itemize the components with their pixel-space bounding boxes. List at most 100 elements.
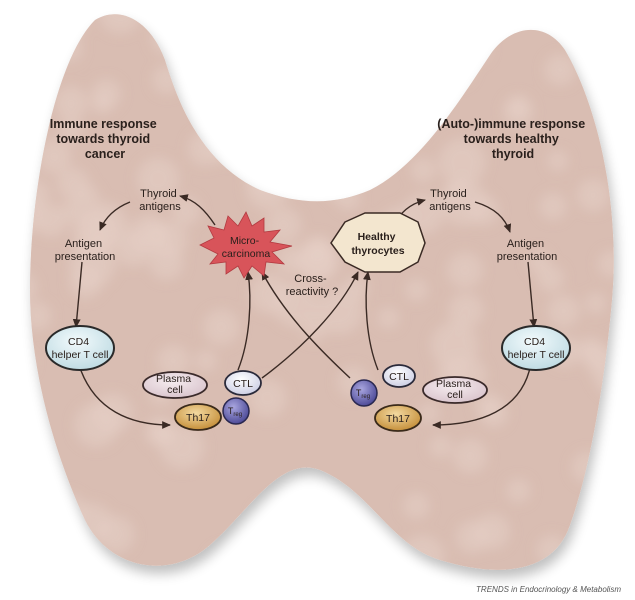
follicle-spot — [343, 114, 380, 151]
follicle-spot — [300, 244, 336, 281]
follicle-spot — [151, 24, 182, 54]
follicle-spot — [410, 157, 436, 183]
follicle-spot — [30, 424, 42, 458]
follicle-spot — [576, 179, 610, 212]
left-plasma-label: Plasma cell — [156, 373, 194, 396]
follicle-spot — [537, 264, 564, 292]
follicle-spot — [266, 492, 307, 534]
right-antigen-presentation: Antigen presentation — [497, 238, 558, 263]
follicle-spot — [96, 515, 135, 554]
follicle-spot — [188, 131, 223, 166]
follicle-spot — [30, 351, 34, 375]
follicle-spot — [194, 349, 217, 372]
follicle-spot — [503, 96, 533, 127]
follicle-spot — [448, 293, 484, 328]
arrow-antigens-to-presentation — [99, 201, 131, 231]
follicle-spot — [506, 478, 531, 503]
follicle-spot — [456, 520, 489, 554]
right-cd4-cell: CD4 helper T cell — [501, 325, 571, 371]
follicle-spot — [527, 250, 550, 273]
follicle-spot — [260, 29, 308, 77]
starburst-shape — [199, 211, 293, 279]
left-ctl-cell: CTL — [224, 370, 262, 396]
follicle-spot — [577, 337, 602, 362]
right-plasma-label: Plasma cell — [436, 378, 474, 401]
arrow-treg-right-to-carcinoma — [261, 271, 351, 379]
follicle-spot — [571, 451, 604, 484]
follicle-spot — [458, 32, 490, 64]
follicle-spot — [76, 185, 100, 209]
right-th17-label: Th17 — [386, 413, 410, 425]
follicle-spot — [62, 199, 85, 223]
follicle-spot — [171, 196, 201, 226]
follicle-spot — [30, 442, 47, 475]
follicle-spot — [296, 122, 335, 160]
follicle-spot — [280, 82, 315, 117]
follicle-spot — [378, 43, 411, 75]
follicle-spot — [598, 250, 614, 278]
left-treg-label: Treg — [228, 406, 242, 418]
follicle-spot — [299, 507, 339, 547]
left-antigen-presentation: Antigen presentation — [55, 238, 116, 263]
follicle-spot — [59, 118, 84, 142]
follicle-spot — [184, 14, 221, 46]
follicle-spot — [400, 535, 445, 570]
follicle-spot — [252, 501, 289, 538]
right-ctl-cell: CTL — [382, 364, 416, 388]
follicle-spot — [206, 545, 250, 570]
follicle-spot — [405, 278, 428, 302]
right-title: (Auto-)immune response towards healthy t… — [437, 117, 588, 161]
left-ctl-label: CTL — [233, 378, 253, 390]
healthy-thyrocytes-label: Healthy thyrocytes — [351, 231, 404, 257]
right-ctl-label: CTL — [389, 371, 409, 383]
follicle-spot — [48, 492, 86, 530]
follicle-spot — [30, 302, 52, 330]
follicle-spot — [152, 65, 182, 95]
follicle-spot — [279, 50, 301, 73]
journal-credit: TRENDS in Endocrinology & Metabolism — [476, 585, 621, 594]
follicle-spot — [275, 488, 312, 526]
follicle-spot — [74, 403, 119, 448]
left-title: Immune response towards thyroid cancer — [50, 117, 160, 161]
arrow-cd4-to-th17-right — [432, 367, 531, 429]
follicle-spot — [418, 402, 440, 424]
follicle-spot — [326, 179, 347, 200]
right-thyroid-antigens: Thyroid antigens — [429, 188, 471, 213]
follicle-spot — [544, 54, 576, 86]
follicle-spot — [438, 138, 486, 186]
follicle-spot — [377, 307, 400, 329]
follicle-spot — [475, 392, 501, 418]
follicle-spot — [336, 186, 361, 211]
follicle-spot — [246, 166, 289, 210]
right-treg-label: Treg — [356, 388, 370, 400]
follicle-spot — [203, 309, 240, 346]
follicle-spot — [54, 86, 88, 120]
follicle-spot — [447, 252, 483, 288]
follicle-spot — [54, 524, 82, 552]
cross-reactivity-label: Cross- reactivity ? — [286, 273, 339, 298]
arrow-presentation-to-cd4-right — [527, 261, 538, 328]
follicle-spot — [397, 36, 432, 71]
follicle-spot — [69, 266, 102, 299]
follicle-spot — [276, 246, 305, 275]
follicle-spot — [453, 438, 488, 474]
left-cd4-label: CD4 helper T cell — [52, 336, 109, 361]
follicle-spot — [440, 52, 474, 86]
left-plasma-cell: Plasma cell — [142, 371, 208, 399]
arrow-carcinoma-to-antigens — [179, 194, 216, 226]
follicle-spot — [278, 132, 320, 175]
follicle-spot — [137, 157, 180, 200]
follicle-spot — [402, 492, 430, 519]
follicle-spot — [207, 14, 230, 37]
arrow-ctl-left-to-carcinoma — [237, 271, 253, 371]
follicle-spot — [37, 139, 72, 174]
arrow-ctl-left-to-thyrocytes — [261, 271, 359, 379]
follicle-spot — [260, 37, 309, 85]
microcarcinoma-label: Micro- carcinoma — [222, 235, 271, 260]
follicle-spot — [351, 520, 373, 542]
left-treg-cell: Treg — [222, 397, 250, 425]
follicle-spot — [284, 491, 308, 515]
left-cd4-cell: CD4 helper T cell — [45, 325, 115, 371]
follicle-spot — [602, 373, 614, 398]
